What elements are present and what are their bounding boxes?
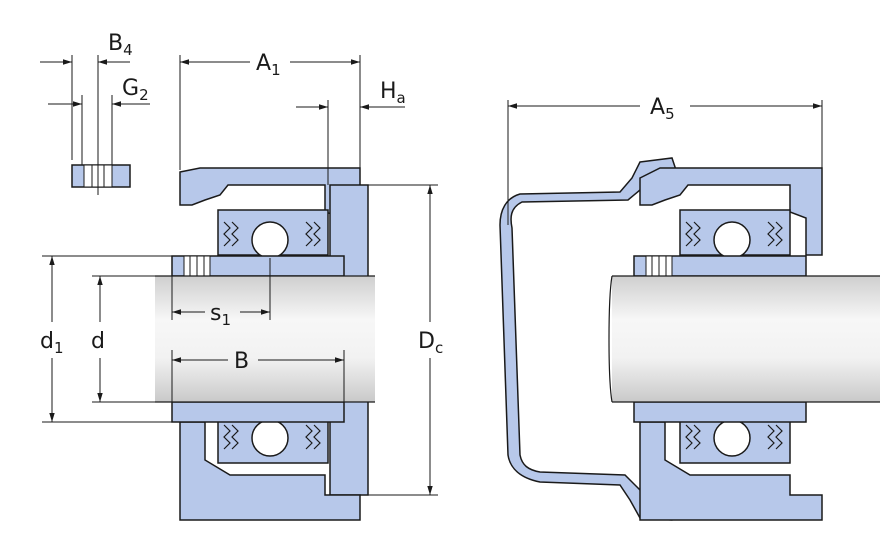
housing-lower: [179, 421, 361, 521]
set-screw-detail: [71, 164, 131, 188]
label-ha: Ha: [380, 79, 406, 107]
label-d1: d1: [40, 329, 64, 357]
ball-lower: [251, 419, 289, 457]
seals: [223, 221, 321, 450]
shaft-left: [155, 276, 375, 402]
label-g2: G2: [122, 76, 149, 104]
label-d: d: [91, 329, 105, 354]
housing-upper-right: [639, 167, 823, 256]
label-s1: s1: [210, 301, 231, 329]
ball-upper: [251, 221, 289, 259]
label-a5: A5: [650, 95, 675, 123]
left-section-view: [155, 167, 375, 521]
dimension-labels: B4 G2 A1 Ha A5 d1 d s1 B Dc: [40, 31, 675, 374]
label-b: B: [234, 349, 249, 374]
shaft-right: [612, 276, 880, 402]
dimension-lines: [40, 55, 823, 496]
inner-ring-lower: [171, 401, 345, 423]
label-a1: A1: [256, 51, 281, 79]
housing-upper: [179, 167, 361, 256]
label-b4: B4: [108, 31, 133, 59]
right-section-view: [499, 157, 880, 521]
housing-lower-right: [639, 421, 823, 521]
label-dc: Dc: [418, 329, 443, 357]
grub-screw: [183, 255, 211, 277]
